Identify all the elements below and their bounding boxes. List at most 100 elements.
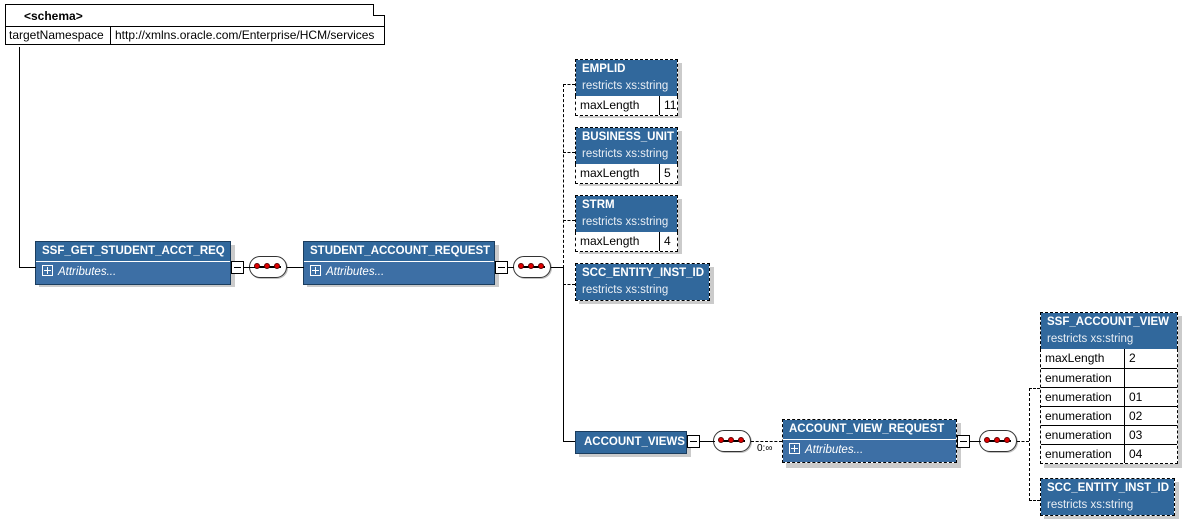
connector-stub-emplid xyxy=(563,84,575,85)
facet-value: 03 xyxy=(1129,428,1143,442)
attributes-label: Attributes... xyxy=(326,266,385,278)
connector-account-views-to-seq3 xyxy=(699,441,715,442)
sequence-dot-2 xyxy=(264,263,270,269)
facet-row: maxLength 2 xyxy=(1041,349,1177,368)
facet-row: maxLength 5 xyxy=(576,164,677,183)
facet-row: enumeration 04 xyxy=(1041,444,1177,463)
node-attributes-row[interactable]: Attributes... xyxy=(783,439,956,462)
sequence-dot-3 xyxy=(274,263,280,269)
facet-value: 04 xyxy=(1129,447,1143,461)
sequence-dot-2 xyxy=(994,437,1000,443)
node-restriction: restricts xs:string xyxy=(576,283,709,300)
facet-value: 01 xyxy=(1129,390,1143,404)
node-title: ACCOUNT_VIEW_REQUEST xyxy=(783,420,956,439)
sequence-dot-1 xyxy=(518,263,524,269)
collapse-minus-icon-account-views[interactable] xyxy=(687,435,700,448)
connector-avr-to-seq4 xyxy=(969,441,981,442)
node-restriction: restricts xs:string xyxy=(576,147,677,164)
ssf-account-view-type-frame: SSF_ACCOUNT_VIEW restricts xs:string xyxy=(1040,312,1178,349)
facet-row: enumeration xyxy=(1041,368,1177,387)
business-unit-facets: maxLength 5 xyxy=(575,164,678,184)
sequence-dot-1 xyxy=(254,263,260,269)
node-title: SSF_ACCOUNT_VIEW xyxy=(1041,313,1177,332)
collapse-minus-icon-student-account-request[interactable] xyxy=(495,261,508,274)
facet-name: maxLength xyxy=(576,232,660,251)
node-restriction: restricts xs:string xyxy=(576,79,677,96)
schema-title: <schema> xyxy=(6,5,384,27)
facet-row: maxLength 11 xyxy=(576,96,677,115)
sequence-dots xyxy=(518,263,545,269)
emplid-type-frame: EMPLID restricts xs:string xyxy=(575,59,678,96)
node-emplid[interactable]: EMPLID restricts xs:string maxLength 11 xyxy=(575,59,678,116)
node-scc-entity-inst-id-2[interactable]: SCC_ENTITY_INST_ID restricts xs:string xyxy=(1040,478,1175,516)
facet-name: enumeration xyxy=(1041,388,1125,406)
collapse-minus-icon-account-view-request[interactable] xyxy=(957,435,970,448)
schema-attribute-value: http://xmlns.oracle.com/Enterprise/HCM/s… xyxy=(115,28,375,42)
node-restriction: restricts xs:string xyxy=(1041,332,1177,349)
connector-seq2-to-branch xyxy=(551,267,563,268)
sequence-dot-1 xyxy=(718,437,724,443)
sequence-compositor-icon-2[interactable] xyxy=(513,256,551,278)
facet-value: 2 xyxy=(1129,351,1136,365)
sequence-dot-2 xyxy=(728,437,734,443)
node-attributes-row[interactable]: Attributes... xyxy=(36,261,230,284)
connector-seq3-to-account-view-request xyxy=(751,441,782,442)
expand-plus-icon[interactable] xyxy=(42,265,53,276)
facet-row: enumeration 02 xyxy=(1041,406,1177,425)
collapse-minus-icon-root[interactable] xyxy=(231,261,244,274)
node-account-views[interactable]: ACCOUNT_VIEWS xyxy=(575,431,687,454)
node-attributes-row[interactable]: Attributes... xyxy=(304,261,494,284)
ssf-account-view-facets: maxLength 2 enumeration enumeration 01 e… xyxy=(1040,349,1178,464)
sequence-dot-3 xyxy=(738,437,744,443)
schema-box: <schema> targetNamespace http://xmlns.or… xyxy=(5,4,385,45)
facet-name: maxLength xyxy=(1041,349,1125,368)
facet-name: enumeration xyxy=(1041,426,1125,444)
facet-name: maxLength xyxy=(576,96,660,115)
connector-branch-trunk-optional xyxy=(563,84,564,268)
node-strm[interactable]: STRM restricts xs:string maxLength 4 xyxy=(575,195,678,252)
node-restriction: restricts xs:string xyxy=(1041,498,1174,515)
attributes-label: Attributes... xyxy=(805,444,864,456)
facet-value: 02 xyxy=(1129,409,1143,423)
node-title: EMPLID xyxy=(576,60,677,79)
facet-name: enumeration xyxy=(1041,369,1125,387)
facet-name: maxLength xyxy=(576,164,660,183)
sequence-dot-3 xyxy=(1004,437,1010,443)
connector-seq4-to-branch xyxy=(1017,441,1029,442)
facet-value xyxy=(1125,369,1177,387)
emplid-facets: maxLength 11 xyxy=(575,96,678,116)
schema-attribute-name: targetNamespace xyxy=(6,27,111,44)
facet-row: maxLength 4 xyxy=(576,232,677,251)
connector-schema-vertical xyxy=(19,47,20,267)
node-scc-entity-inst-id[interactable]: SCC_ENTITY_INST_ID restricts xs:string xyxy=(575,263,710,301)
facet-row: enumeration 03 xyxy=(1041,425,1177,444)
connector-stub-scc-entity-inst-id xyxy=(563,284,575,285)
expand-plus-icon[interactable] xyxy=(310,265,321,276)
sequence-dots xyxy=(254,263,281,269)
facet-value: 5 xyxy=(664,166,671,180)
strm-facets: maxLength 4 xyxy=(575,232,678,252)
sequence-dot-1 xyxy=(984,437,990,443)
node-restriction: restricts xs:string xyxy=(576,215,677,232)
sequence-dot-3 xyxy=(538,263,544,269)
connector-seq1-to-student-account-request xyxy=(287,267,304,268)
node-title: STUDENT_ACCOUNT_REQUEST xyxy=(304,242,494,261)
facet-value: 4 xyxy=(664,234,671,248)
facet-name: enumeration xyxy=(1041,445,1125,463)
connector-stub-scc-entity-inst-id-2 xyxy=(1029,500,1040,501)
connector-trunk-to-account-views xyxy=(563,441,575,442)
sequence-compositor-icon-3[interactable] xyxy=(713,430,751,452)
expand-plus-icon[interactable] xyxy=(789,443,800,454)
connector-stub-strm xyxy=(563,220,575,221)
node-business-unit[interactable]: BUSINESS_UNIT restricts xs:string maxLen… xyxy=(575,127,678,184)
sequence-dot-2 xyxy=(528,263,534,269)
connector-right-branch-trunk xyxy=(1029,388,1030,501)
node-ssf-get-student-acct-req[interactable]: SSF_GET_STUDENT_ACCT_REQ Attributes... xyxy=(35,241,231,285)
node-account-view-request[interactable]: ACCOUNT_VIEW_REQUEST Attributes... xyxy=(782,419,957,463)
node-student-account-request[interactable]: STUDENT_ACCOUNT_REQUEST Attributes... xyxy=(303,241,495,285)
sequence-compositor-icon-1[interactable] xyxy=(249,256,287,278)
connector-sar-to-seq2 xyxy=(507,267,514,268)
sequence-compositor-icon-4[interactable] xyxy=(979,430,1017,452)
business-unit-type-frame: BUSINESS_UNIT restricts xs:string xyxy=(575,127,678,164)
node-ssf-account-view[interactable]: SSF_ACCOUNT_VIEW restricts xs:string max… xyxy=(1040,312,1178,464)
